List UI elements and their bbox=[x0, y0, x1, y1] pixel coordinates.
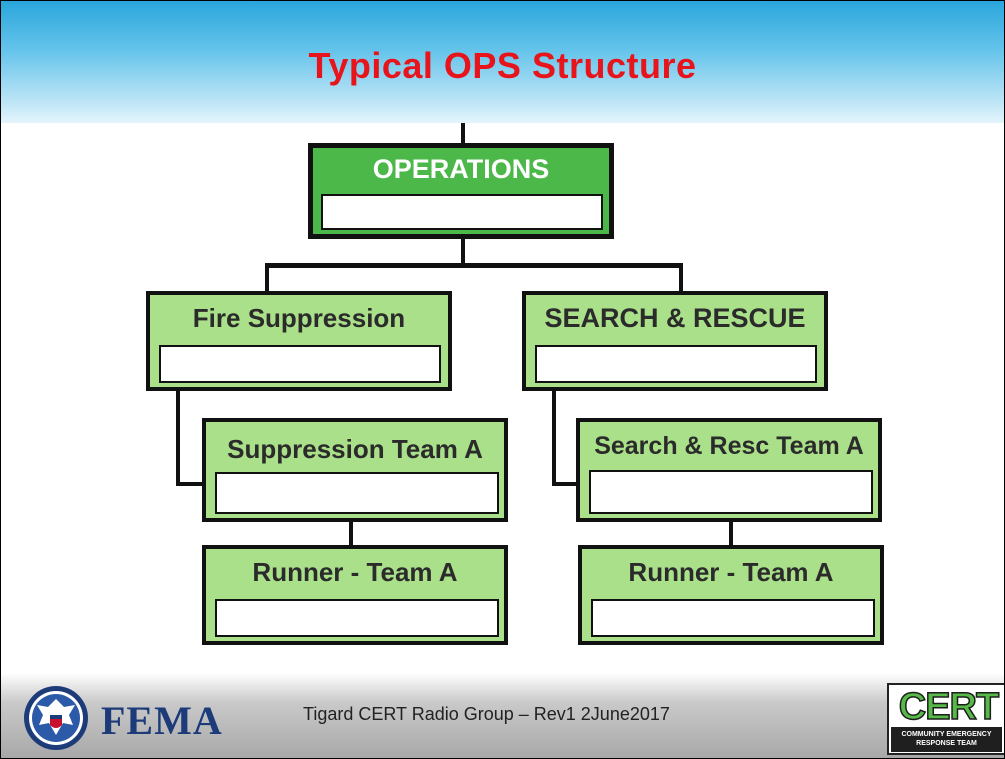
suppression-team-label: Suppression Team A bbox=[227, 434, 483, 464]
fire-to-team-horizontal bbox=[176, 482, 206, 486]
fire-suppression-box: Fire Suppression bbox=[146, 291, 452, 391]
fire-suppression-label: Fire Suppression bbox=[192, 303, 406, 333]
operations-box: OPERATIONS bbox=[308, 143, 614, 239]
team-to-runner-right bbox=[729, 520, 733, 547]
slide-title: Typical OPS Structure bbox=[308, 45, 697, 86]
runner-left-name-field[interactable] bbox=[215, 599, 499, 637]
fire-suppression-name-field[interactable] bbox=[159, 345, 441, 383]
runner-left-label: Runner - Team A bbox=[252, 557, 458, 587]
search-team-box: Search & Resc Team A bbox=[576, 418, 882, 522]
operations-label: OPERATIONS bbox=[372, 154, 550, 184]
cert-logo: CERT COMMUNITY EMERGENCY RESPONSE TEAM bbox=[887, 683, 1004, 755]
cert-logo-line2: RESPONSE TEAM bbox=[916, 740, 977, 747]
cert-logo-word: CERT bbox=[898, 686, 1000, 728]
sar-to-team-horizontal bbox=[552, 482, 580, 486]
operations-name-field[interactable] bbox=[321, 194, 603, 230]
ops-down-connector bbox=[461, 235, 465, 265]
search-team-label: Search & Resc Team A bbox=[594, 432, 864, 460]
branch-horizontal-connector bbox=[265, 263, 683, 268]
fire-to-team-vertical bbox=[176, 389, 180, 486]
dhs-seal-icon bbox=[24, 686, 88, 750]
runner-right-name-field[interactable] bbox=[591, 599, 875, 637]
cert-logo-line1: COMMUNITY EMERGENCY bbox=[901, 731, 992, 738]
runner-right-box: Runner - Team A bbox=[578, 545, 884, 645]
runner-right-label: Runner - Team A bbox=[628, 557, 834, 587]
suppression-team-name-field[interactable] bbox=[215, 472, 499, 514]
title-banner: Typical OPS Structure bbox=[1, 1, 1004, 123]
top-connector bbox=[461, 123, 465, 147]
footer-caption: Tigard CERT Radio Group – Rev1 2June2017 bbox=[303, 704, 670, 724]
team-to-runner-left bbox=[349, 520, 353, 547]
fire-branch-connector bbox=[265, 263, 269, 293]
cert-logo-band: COMMUNITY EMERGENCY RESPONSE TEAM bbox=[891, 727, 1002, 752]
sar-branch-connector bbox=[679, 263, 683, 293]
suppression-team-box: Suppression Team A bbox=[202, 418, 508, 522]
search-team-name-field[interactable] bbox=[589, 470, 873, 514]
sar-to-team-vertical bbox=[552, 389, 556, 486]
search-rescue-box: SEARCH & RESCUE bbox=[522, 291, 828, 391]
footer-bar bbox=[1, 673, 1004, 758]
search-rescue-label: SEARCH & RESCUE bbox=[544, 303, 806, 333]
runner-left-box: Runner - Team A bbox=[202, 545, 508, 645]
fema-logo-text: FEMA bbox=[101, 698, 223, 743]
search-rescue-name-field[interactable] bbox=[535, 345, 817, 383]
